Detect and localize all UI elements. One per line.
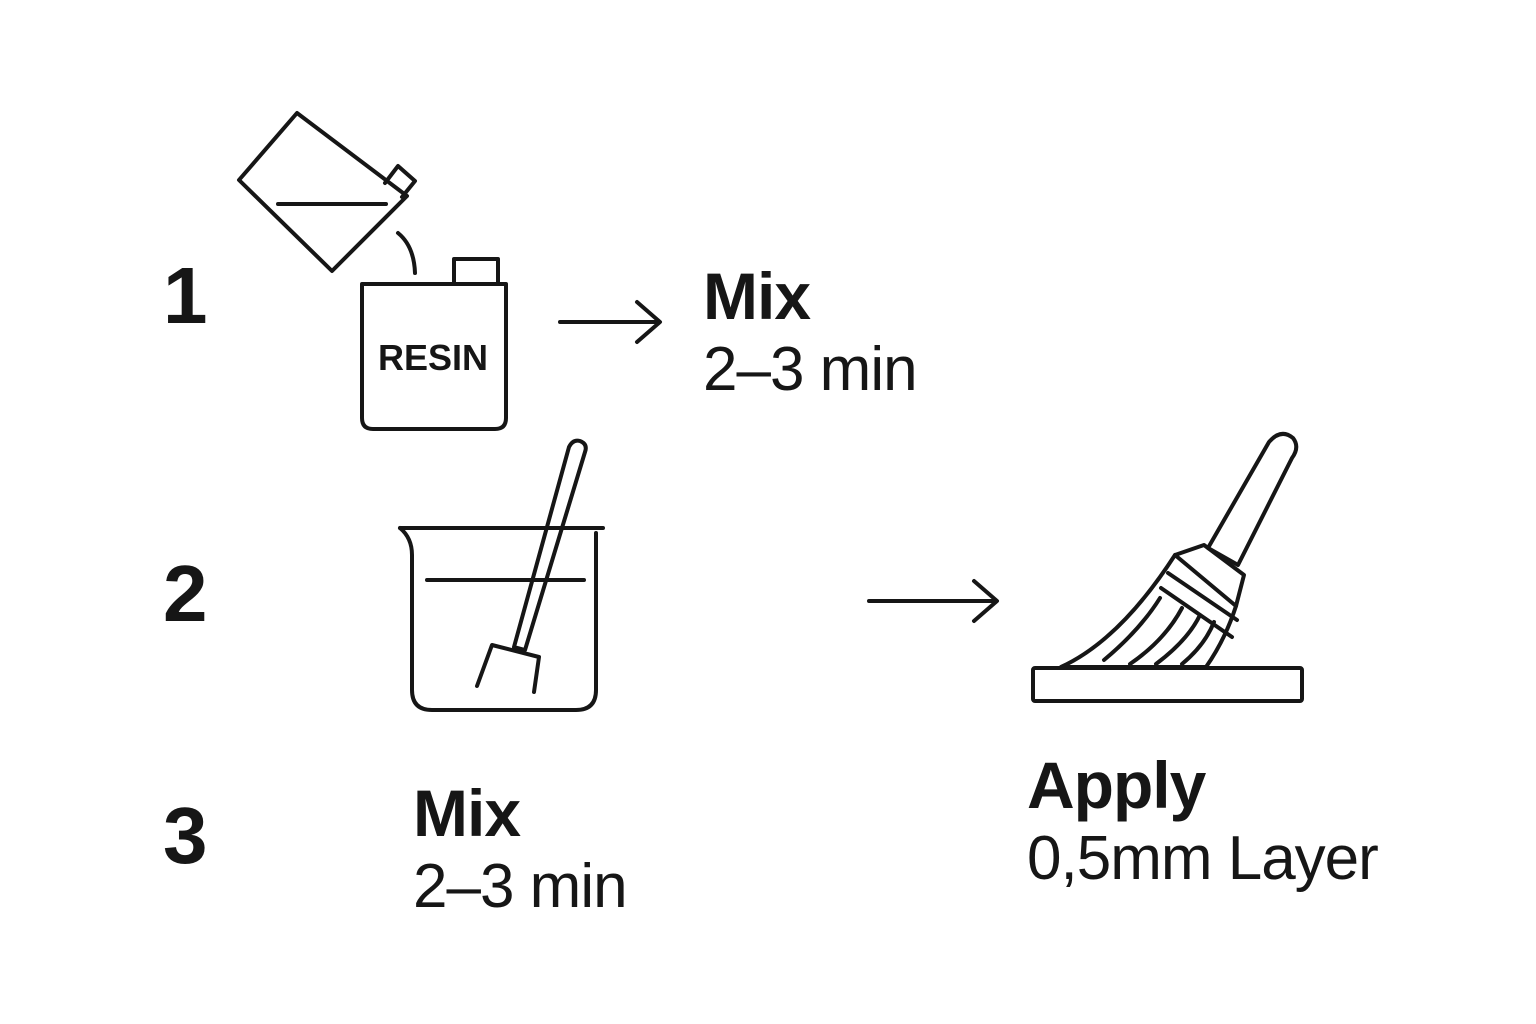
step-number-3: 3 — [163, 791, 207, 880]
step-3-caption-title: Mix — [413, 776, 521, 850]
step-3-caption: Mix 2–3 min — [413, 776, 628, 921]
step-number-2: 2 — [163, 549, 207, 638]
step-1-caption-title: Mix — [703, 259, 811, 333]
step-1-caption: Mix 2–3 min — [703, 259, 918, 404]
resin-label: RESIN — [378, 337, 488, 378]
stirring-stick-icon — [475, 438, 588, 694]
apply-caption-title: Apply — [1027, 748, 1206, 822]
apply-caption-thickness: 0,5mm Layer — [1027, 824, 1379, 893]
step-3-caption-duration: 2–3 min — [413, 852, 628, 921]
surface-board — [1031, 666, 1304, 703]
paint-brush-icon — [1031, 431, 1304, 703]
pouring-bottle-icon — [237, 111, 417, 275]
resin-container-icon: RESIN — [360, 257, 508, 431]
step-number-1: 1 — [163, 251, 207, 340]
right-arrow-icon — [867, 579, 999, 623]
apply-caption: Apply 0,5mm Layer — [1027, 748, 1379, 893]
mixing-beaker-icon — [398, 438, 605, 712]
step-1-caption-duration: 2–3 min — [703, 335, 918, 404]
right-arrow-icon — [558, 300, 662, 344]
